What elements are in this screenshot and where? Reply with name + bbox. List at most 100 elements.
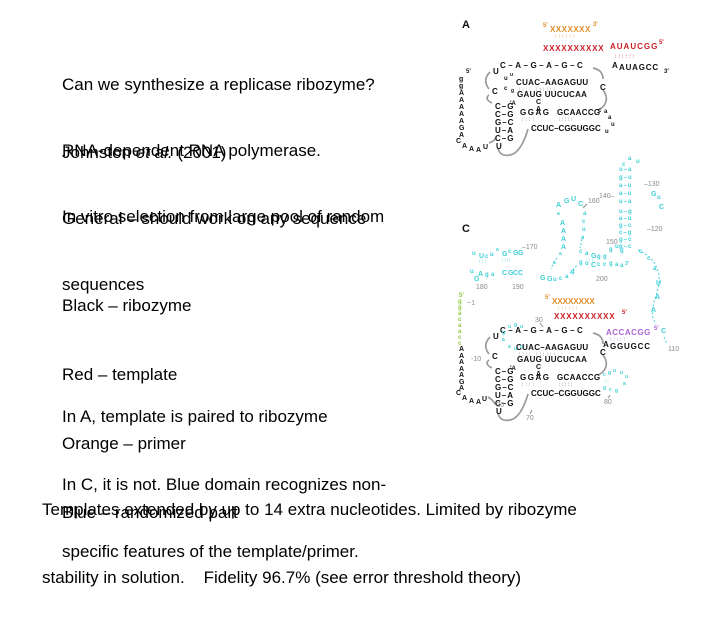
nt-fragment: A <box>459 118 465 125</box>
nt-fragment: –120 <box>647 226 663 233</box>
nt-fragment: 160 <box>588 198 600 205</box>
legend-black: Black – ribozyme <box>62 296 192 315</box>
nt-fragment: C <box>536 364 542 371</box>
nt-fragment: A <box>476 399 482 406</box>
nt-fragment: A <box>459 372 465 379</box>
nt-fragment: A <box>655 294 661 301</box>
nt-fragment: ′A <box>510 101 516 107</box>
nt-fragment: C <box>578 201 584 208</box>
nt-fragment: A <box>476 147 482 154</box>
nt-fragment: u <box>582 227 586 233</box>
nt-fragment: ¦¦¦¦¦ <box>610 336 628 341</box>
nt-fragment: A <box>536 371 542 378</box>
nt-fragment: u <box>520 344 524 350</box>
nt-fragment: u <box>605 129 609 135</box>
nt-fragment: a <box>559 251 562 257</box>
nt-fragment: ¦¦¦¦¦¦ <box>615 53 637 58</box>
nt-fragment: a <box>615 262 619 268</box>
nt-fragment: U–A <box>495 126 515 135</box>
nt-fragment: C <box>502 270 508 277</box>
nt-fragment: g <box>608 370 612 376</box>
selection-block: In vitro selection from large pool of ra… <box>62 161 384 341</box>
nt-fragment: u <box>625 374 629 380</box>
nt-fragment: A <box>561 244 567 251</box>
nt-fragment: c <box>559 276 563 282</box>
panel-a-label: A <box>462 19 470 31</box>
nt-fragment: g <box>609 261 613 267</box>
nt-fragment: c <box>598 108 602 114</box>
nt-fragment: A <box>556 202 562 209</box>
nt-fragment: G–C <box>495 118 515 127</box>
nt-fragment: g <box>620 248 624 254</box>
nt-fragment: a <box>502 337 505 343</box>
nt-fragment: C <box>536 99 542 106</box>
nt-fragment: C <box>600 348 606 357</box>
nt-fragment: 5′ <box>545 295 550 301</box>
text-line: Templates extended by up to 14 extra nuc… <box>42 500 577 519</box>
nt-fragment: ¦¦¦¦ ¦¦¦¦¦¦ <box>519 351 557 356</box>
text-line: In A, template is paired to ribozyme <box>62 407 328 426</box>
nt-fragment: c–g <box>619 230 633 236</box>
nt-fragment: CCUC–CGGUGGC <box>531 124 601 133</box>
nt-fragment: CCUC–CGGUGGC <box>531 389 601 398</box>
nt-fragment: C <box>661 328 667 335</box>
nt-fragment: a–u <box>619 183 633 189</box>
nt-fragment: a <box>491 272 495 278</box>
nt-fragment: g <box>514 322 518 328</box>
nt-fragment: u <box>657 195 661 201</box>
nt-fragment: g <box>603 254 607 260</box>
nt-fragment: c <box>579 249 583 255</box>
nt-fragment: ~1 <box>467 300 475 307</box>
nt-fragment: g <box>485 272 489 278</box>
nt-fragment: G <box>540 275 546 282</box>
nt-fragment: g <box>502 330 506 336</box>
nt-fragment: a <box>628 156 632 162</box>
nt-fragment: c <box>639 249 643 255</box>
nt-fragment: C–G <box>495 110 515 119</box>
nt-fragment: 150 <box>606 239 618 246</box>
nt-fragment: G <box>508 270 514 277</box>
nt-fragment: 80 <box>604 399 612 406</box>
polymerase-block: RNA-dependent RNA polymerase. General – … <box>62 95 366 275</box>
nt-fragment: GGUGCC <box>610 342 651 351</box>
nt-fragment: 5′ <box>466 69 471 75</box>
nt-fragment: A <box>536 106 542 113</box>
nt-fragment: a <box>604 109 608 115</box>
nt-fragment: –130 <box>644 181 660 188</box>
nt-fragment: a–u <box>619 191 633 197</box>
title-block: Can we synthesize a replicase ribozyme? … <box>62 29 375 209</box>
nt-fragment: g <box>609 247 613 253</box>
nt-fragment: c <box>647 256 651 262</box>
nt-fragment: a <box>458 329 462 335</box>
nt-fragment: C <box>492 87 498 96</box>
citation-line: Johnston et al. (2001) <box>62 142 227 162</box>
template-seq: XXXXXXXXXX <box>543 44 605 53</box>
nt-fragment: A <box>612 61 618 70</box>
nt-fragment: a <box>565 274 569 280</box>
nt-fragment: G <box>459 125 465 132</box>
nt-fragment: u <box>514 346 518 352</box>
nt-fragment: ¦¦¦¦ <box>522 116 537 121</box>
nt-fragment: g <box>511 88 515 94</box>
nt-fragment: A <box>459 385 465 392</box>
nt-fragment: U <box>493 67 499 76</box>
nt-fragment: 3′ <box>593 22 598 28</box>
nt-fragment: CUAC–AAGAGUU <box>516 343 589 352</box>
legend-blue: Blue – randomized part <box>62 503 238 522</box>
nt-fragment: A <box>459 111 465 118</box>
nt-fragment: A <box>459 90 465 97</box>
backbone-curves <box>484 67 668 422</box>
nt-fragment: ¦¦¦¦¦ <box>559 381 574 386</box>
nt-fragment: A <box>459 104 465 111</box>
nt-fragment: U <box>483 144 489 151</box>
nt-fragment: u <box>615 244 619 250</box>
nt-fragment: ¦¦¦¦ <box>522 381 537 386</box>
nt-fragment: ¦¦¦¦ <box>502 257 512 262</box>
nt-fragment: c <box>458 317 462 323</box>
nt-fragment: A <box>462 395 468 402</box>
nt-fragment: GGAG <box>520 373 551 382</box>
nt-fragment: A <box>651 307 657 314</box>
nt-fragment: 5′ <box>543 23 548 29</box>
nt-fragment: A <box>561 228 567 235</box>
